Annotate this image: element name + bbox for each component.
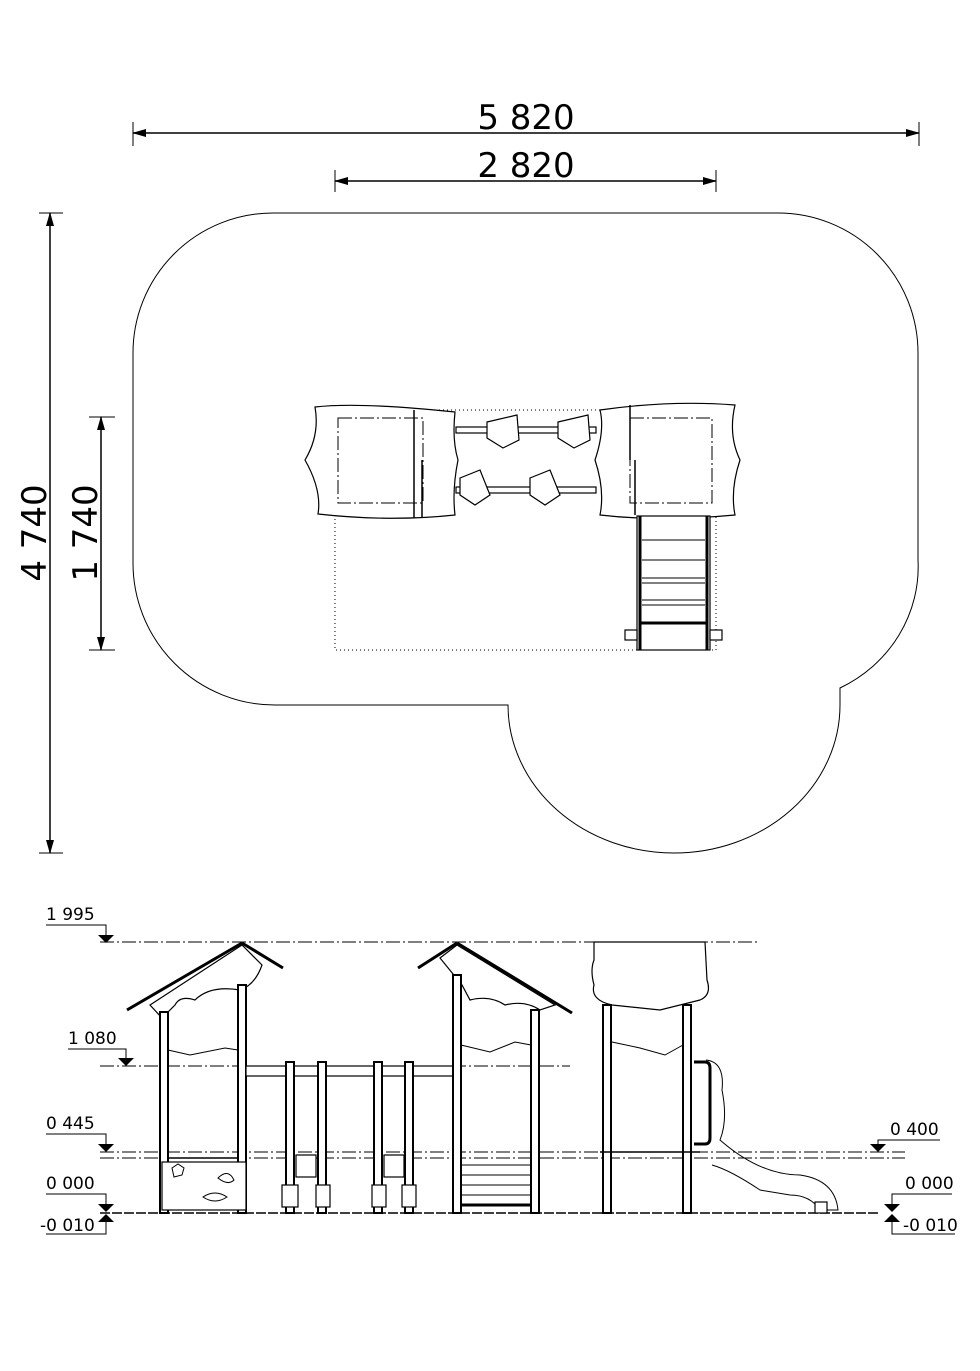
dimension-overall-depth: 4 740 bbox=[15, 212, 63, 854]
svg-text:0 000: 0 000 bbox=[905, 1174, 954, 1194]
dimension-structure-width: 2 820 bbox=[334, 146, 717, 192]
structure-width-label: 2 820 bbox=[477, 146, 574, 186]
svg-text:-0 010: -0 010 bbox=[40, 1216, 95, 1236]
level-label-0400: 0 400 bbox=[870, 1120, 940, 1152]
plan-structure bbox=[304, 402, 741, 651]
svg-text:-0 010: -0 010 bbox=[903, 1216, 958, 1236]
dimension-structure-depth: 1 740 bbox=[66, 416, 115, 651]
structure-depth-label: 1 740 bbox=[66, 484, 106, 581]
dimension-overall-width: 5 820 bbox=[132, 98, 920, 146]
middle-house-elevation bbox=[417, 941, 573, 1214]
right-roof-plan bbox=[594, 402, 741, 520]
level-label-0445: 0 445 bbox=[46, 1114, 114, 1152]
level-label-0000-right: 0 000 -0 010 bbox=[884, 1174, 958, 1236]
safety-zone-outline bbox=[132, 212, 919, 854]
svg-text:0 445: 0 445 bbox=[46, 1114, 95, 1134]
right-tower-elevation bbox=[591, 941, 839, 1214]
svg-text:0 400: 0 400 bbox=[890, 1120, 939, 1140]
overall-depth-label: 4 740 bbox=[15, 484, 55, 581]
svg-text:1 080: 1 080 bbox=[68, 1029, 117, 1049]
level-label-1080: 1 080 bbox=[68, 1029, 134, 1066]
level-label-0000-left: 0 000 -0 010 bbox=[40, 1174, 114, 1236]
overall-width-label: 5 820 bbox=[477, 98, 574, 138]
left-roof-plan bbox=[304, 404, 459, 519]
svg-text:0 000: 0 000 bbox=[46, 1174, 95, 1194]
level-label-1995: 1 995 bbox=[46, 905, 114, 943]
left-house-elevation bbox=[126, 941, 284, 1214]
swing-frame-elevation bbox=[245, 1061, 455, 1214]
svg-text:1 995: 1 995 bbox=[46, 905, 95, 925]
